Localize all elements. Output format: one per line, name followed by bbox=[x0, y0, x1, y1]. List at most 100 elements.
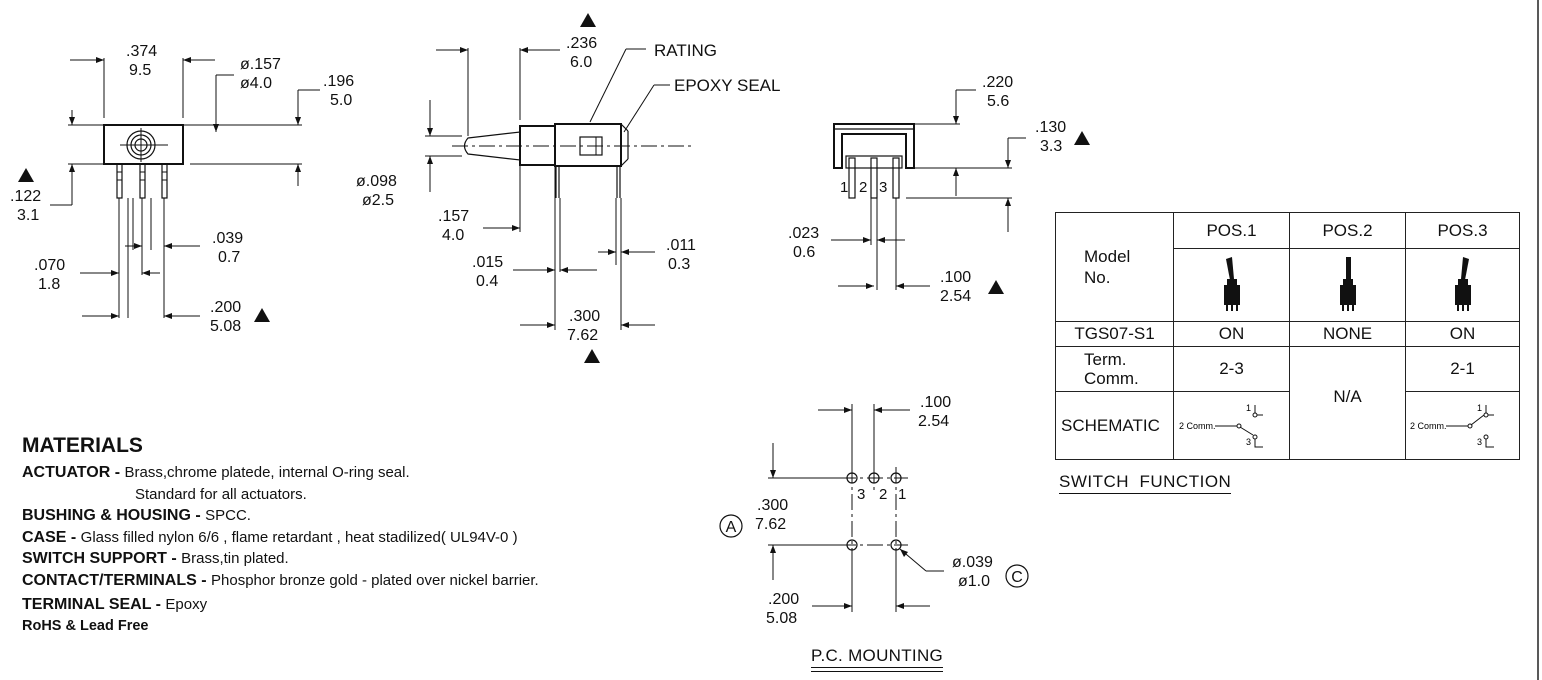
term-pos3: 2-1 bbox=[1405, 346, 1520, 392]
materials-seal: TERMINAL SEAL - Epoxy bbox=[22, 596, 208, 613]
svg-text:7.62: 7.62 bbox=[567, 327, 598, 344]
schematic-label: SCHEMATIC bbox=[1055, 391, 1174, 460]
materials-case: CASE - Glass filled nylon 6/6 , flame re… bbox=[22, 528, 518, 546]
side-view: .374 9.5 ø.157 ø4.0 .196 5.0 .122 3.1 .0… bbox=[10, 43, 354, 335]
critical-dimension-triangle-icon bbox=[1074, 131, 1090, 145]
svg-text:.100: .100 bbox=[940, 269, 971, 286]
toggle-pos2-icon bbox=[1339, 256, 1356, 311]
pos2-header: POS.2 bbox=[1289, 212, 1406, 249]
svg-text:ø.039: ø.039 bbox=[952, 554, 993, 571]
end-view-housing bbox=[833, 123, 915, 169]
svg-text:.300: .300 bbox=[757, 497, 788, 514]
svg-text:ø4.0: ø4.0 bbox=[240, 75, 272, 92]
pos3-toggle-cell bbox=[1405, 248, 1520, 322]
svg-text:6.0: 6.0 bbox=[570, 54, 592, 71]
svg-text:2: 2 bbox=[859, 179, 867, 196]
term-pos2: N/A bbox=[1289, 346, 1406, 460]
term-pos1: 2-3 bbox=[1173, 346, 1290, 392]
pcb-hole bbox=[846, 472, 858, 484]
svg-text:1: 1 bbox=[1246, 403, 1251, 413]
materials-bushing: BUSHING & HOUSING - SPCC. bbox=[22, 507, 251, 524]
pos1-toggle-cell bbox=[1173, 248, 1290, 322]
svg-text:5.0: 5.0 bbox=[330, 92, 352, 109]
svg-text:0.4: 0.4 bbox=[476, 273, 498, 290]
svg-text:.011: .011 bbox=[666, 237, 696, 254]
materials-rohs: RoHS & Lead Free bbox=[22, 617, 149, 634]
materials-actuator-note: Standard for all actuators. bbox=[135, 485, 307, 503]
switch-function-caption: SWITCH FUNCTION bbox=[1059, 472, 1232, 494]
svg-text:ø.157: ø.157 bbox=[240, 56, 281, 73]
svg-text:3: 3 bbox=[857, 486, 865, 503]
svg-text:3: 3 bbox=[879, 179, 887, 196]
materials-section: MATERIALS ACTUATOR - Brass,chrome plated… bbox=[22, 434, 662, 637]
svg-text:9.5: 9.5 bbox=[129, 62, 151, 79]
svg-text:.100: .100 bbox=[920, 394, 951, 411]
svg-text:7.62: 7.62 bbox=[755, 516, 786, 533]
svg-text:2.54: 2.54 bbox=[918, 413, 949, 430]
svg-text:.023: .023 bbox=[788, 225, 819, 242]
term-label-cell: Term.Comm. bbox=[1055, 346, 1174, 392]
front-view-housing bbox=[554, 123, 622, 167]
svg-text:0.7: 0.7 bbox=[218, 249, 240, 266]
datum-c-marker bbox=[1005, 564, 1029, 588]
schematic-pos1: 2 Comm. 1 3 bbox=[1173, 391, 1290, 460]
svg-text:.122: .122 bbox=[10, 188, 41, 205]
actuator-lever bbox=[463, 131, 521, 161]
pcb-hole bbox=[846, 539, 858, 551]
materials-support: SWITCH SUPPORT - Brass,tin plated. bbox=[22, 550, 289, 567]
svg-text:.130: .130 bbox=[1035, 119, 1066, 136]
svg-text:4.0: 4.0 bbox=[442, 227, 464, 244]
side-view-pin bbox=[139, 163, 146, 199]
front-view: .236 6.0 RATING EPOXY SEAL ø.098 ø2.5 .1… bbox=[356, 13, 780, 363]
model-no-cell: TGS07-S1 bbox=[1055, 321, 1174, 347]
pc-mounting-view: 3 2 1 A C .100 2.54 .300 7.62 ø.039 ø1.0… bbox=[719, 394, 1029, 627]
materials-actuator: ACTUATOR - Brass,chrome platede, interna… bbox=[22, 464, 410, 481]
toggle-pos3-icon bbox=[1454, 256, 1471, 311]
pos1-value: ON bbox=[1173, 321, 1290, 347]
side-view-pin bbox=[116, 163, 123, 199]
svg-text:.374: .374 bbox=[126, 43, 157, 60]
svg-text:3: 3 bbox=[1477, 437, 1482, 447]
svg-text:3.1: 3.1 bbox=[17, 207, 39, 224]
caption-double-underline bbox=[811, 668, 944, 672]
datum-a-marker bbox=[719, 514, 743, 538]
svg-text:0.6: 0.6 bbox=[793, 244, 815, 261]
pos3-header: POS.3 bbox=[1405, 212, 1520, 249]
svg-text:.220: .220 bbox=[982, 74, 1013, 91]
svg-text:ø1.0: ø1.0 bbox=[958, 573, 990, 590]
schematic-pos1-icon: 2 Comm. 1 3 bbox=[1179, 403, 1263, 448]
pcb-hole bbox=[868, 472, 880, 484]
critical-dimension-triangle-icon bbox=[254, 308, 270, 322]
svg-text:C: C bbox=[1011, 569, 1023, 586]
critical-dimension-triangle-icon bbox=[584, 349, 600, 363]
schematic-pos3: 2 Comm. 1 3 bbox=[1405, 391, 1520, 460]
svg-text:A: A bbox=[726, 519, 737, 536]
end-view-pin bbox=[848, 157, 856, 199]
svg-text:5.6: 5.6 bbox=[987, 93, 1009, 110]
pos3-value: ON bbox=[1405, 321, 1520, 347]
critical-dimension-triangle-icon bbox=[18, 168, 34, 182]
svg-text:EPOXY SEAL: EPOXY SEAL bbox=[674, 76, 780, 95]
svg-text:.157: .157 bbox=[438, 208, 469, 225]
pos2-toggle-cell bbox=[1289, 248, 1406, 322]
svg-text:.200: .200 bbox=[768, 591, 799, 608]
svg-text:ø.098: ø.098 bbox=[356, 173, 397, 190]
pcb-hole bbox=[890, 472, 902, 484]
toggle-pos1-icon bbox=[1223, 256, 1240, 311]
svg-text:.196: .196 bbox=[323, 73, 354, 90]
critical-dimension-triangle-icon bbox=[988, 280, 1004, 294]
end-view: 1 2 3 .220 5.6 .130 3.3 .023 0.6 .100 2 bbox=[788, 74, 1090, 305]
materials-contact: CONTACT/TERMINALS - Phosphor bronze gold… bbox=[22, 571, 539, 589]
end-view-pin bbox=[870, 157, 878, 199]
pos1-header: POS.1 bbox=[1173, 212, 1290, 249]
svg-text:RATING: RATING bbox=[654, 41, 717, 60]
svg-text:5.08: 5.08 bbox=[210, 318, 241, 335]
svg-text:2: 2 bbox=[879, 486, 887, 503]
svg-text:ø2.5: ø2.5 bbox=[362, 192, 394, 209]
schematic-pos3-icon: 2 Comm. 1 3 bbox=[1410, 403, 1494, 448]
svg-text:.200: .200 bbox=[210, 299, 241, 316]
